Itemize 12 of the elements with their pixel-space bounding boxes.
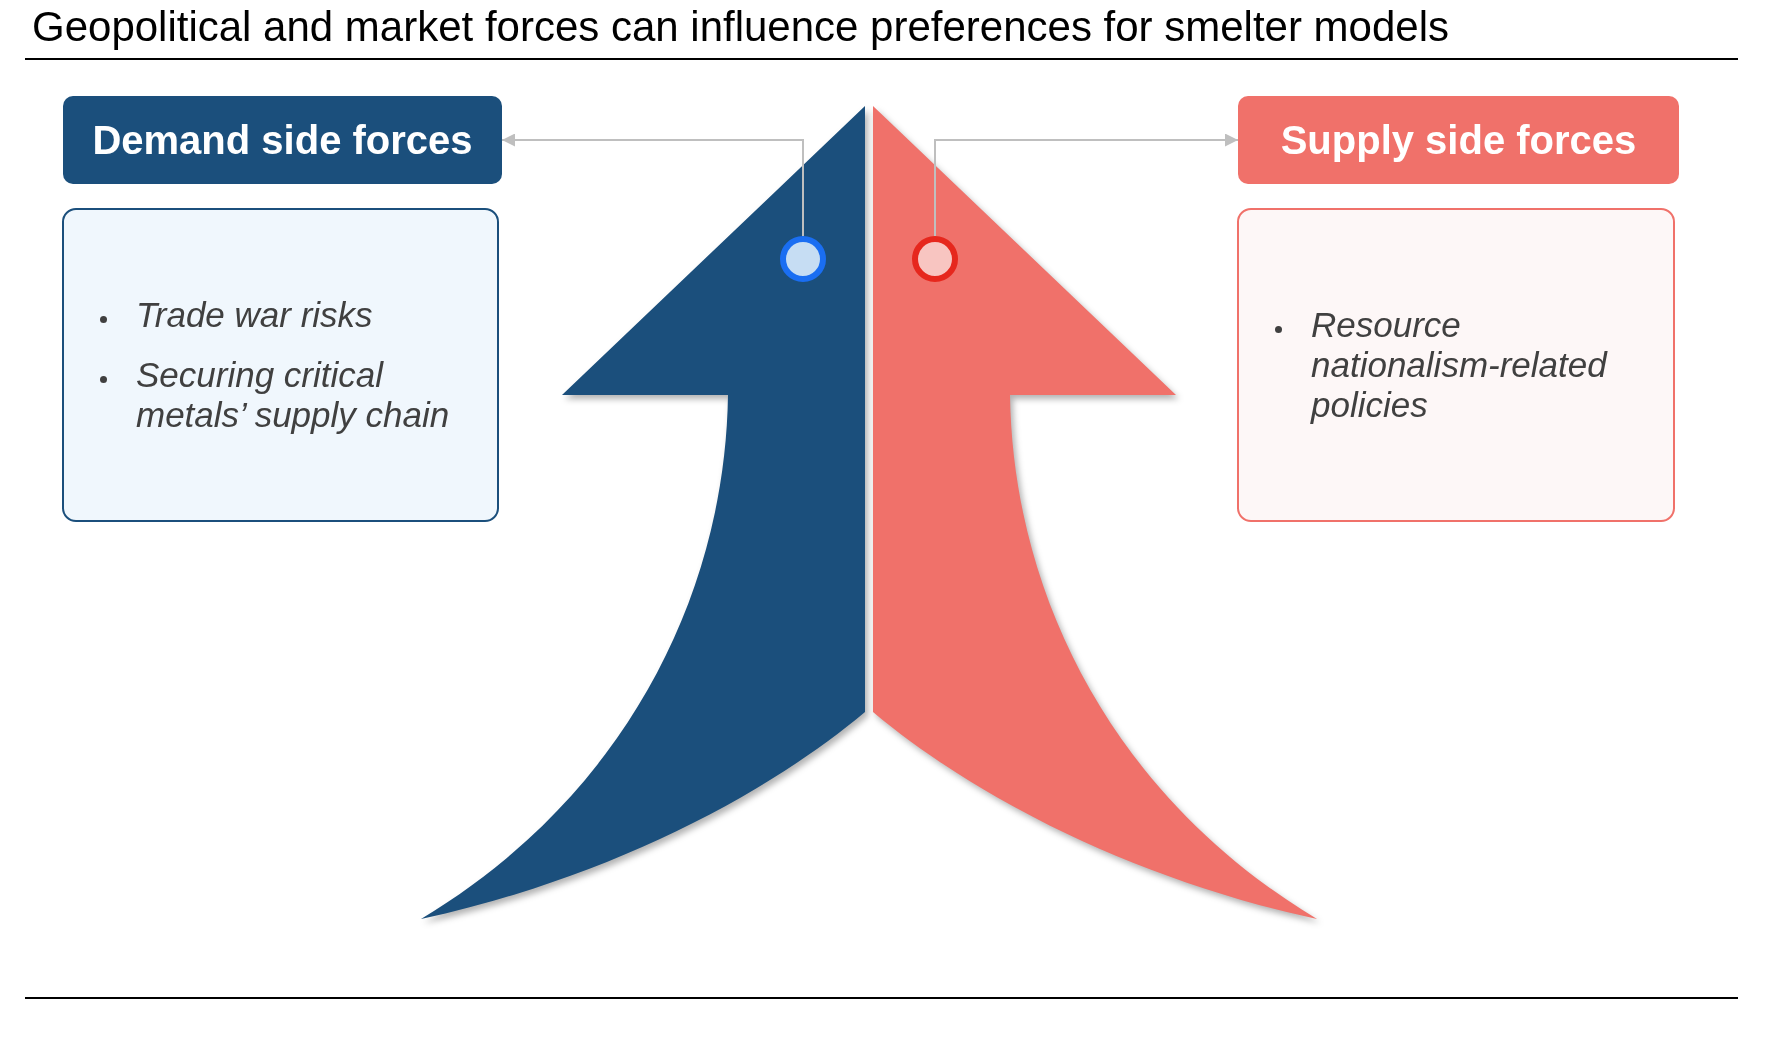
section-heading-box [1238,96,1679,184]
bullet-list-card [1237,208,1675,522]
diagram-title: Geopolitical and market forces can influence preferences for smelter models [32,3,1449,51]
bullet-text: Resource nationalism-related policies [1311,305,1609,425]
bullet-list-card [62,208,499,522]
bullet-text: Trade war risks [136,295,374,335]
section-heading-box [63,96,502,184]
connector-arrow [934,133,1239,237]
heading-text: Demand side forces [92,117,473,163]
connector-arrow [501,133,804,237]
heading-text: Supply side forces [1280,117,1637,163]
bullet-text: Securing critical metals’ supply chain [136,355,451,435]
